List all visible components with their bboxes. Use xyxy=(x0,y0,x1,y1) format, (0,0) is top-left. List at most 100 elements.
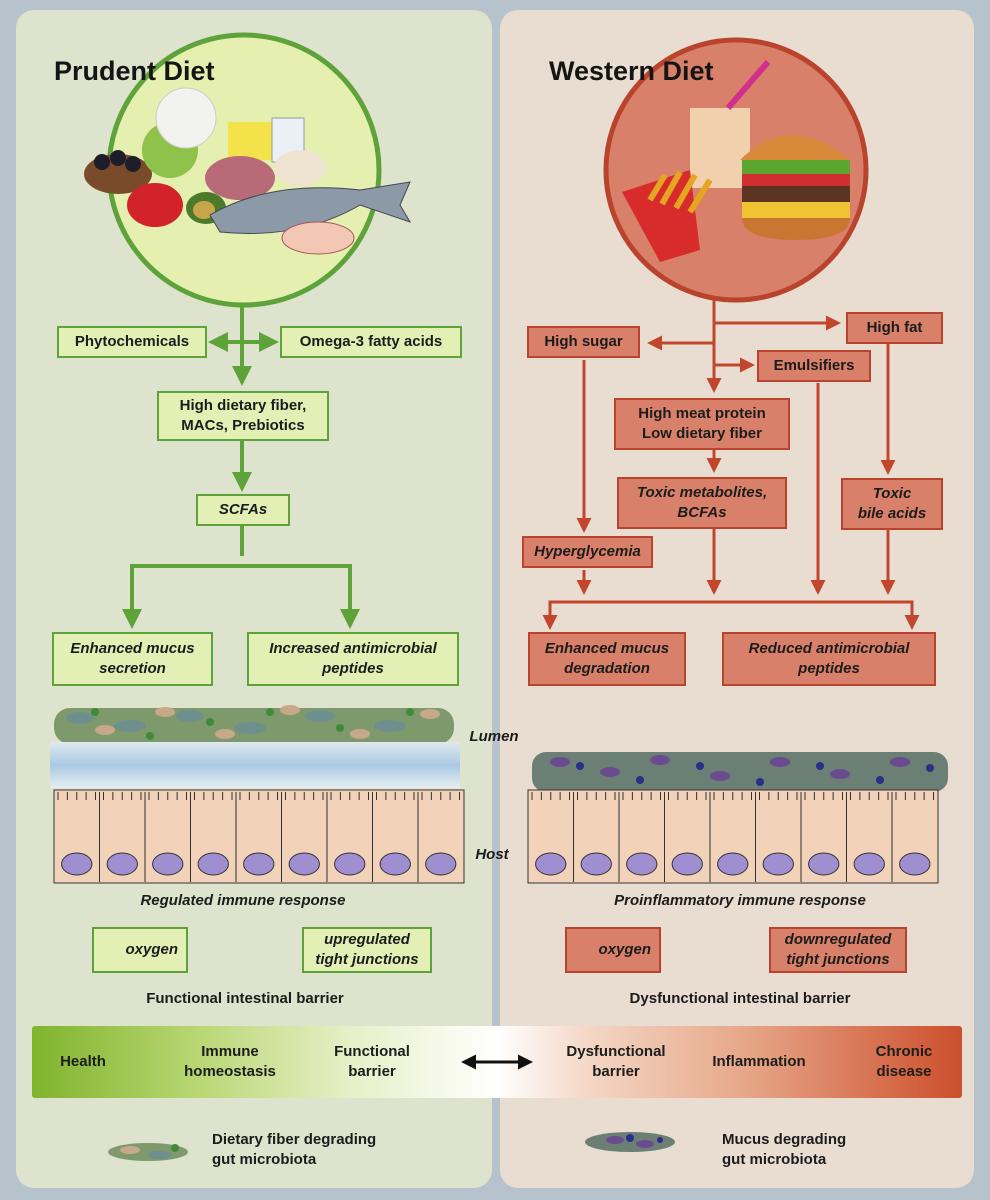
prudent-arrows xyxy=(122,303,360,629)
mucus-legend-label-1: Mucus degrading xyxy=(722,1131,847,1148)
mucus-microbiota-legend-icon xyxy=(585,1132,675,1152)
cell-nucleus xyxy=(671,852,703,876)
dysfunctional-barrier-label-2: barrier xyxy=(592,1063,640,1080)
double-arrow-icon xyxy=(461,1054,533,1070)
mucus-legend-label-2: gut microbiota xyxy=(722,1151,827,1168)
cell-nucleus xyxy=(425,852,457,876)
increased-amp-label-1: Increased antimicrobial xyxy=(269,640,437,657)
reduced-amp-label-1: Reduced antimicrobial xyxy=(748,640,910,657)
increased-antimicrobial-box: Increased antimicrobial peptides xyxy=(247,632,459,686)
cell-nucleus xyxy=(762,852,794,876)
high-sugar-label: High sugar xyxy=(544,333,623,350)
bile-acids-label-1: Toxic xyxy=(872,485,912,502)
cell-nucleus xyxy=(379,852,411,876)
high-sugar-box: High sugar xyxy=(527,326,640,358)
downregulated-label-1: downregulated xyxy=(784,931,892,948)
mucus-microbiota-legend: Mucus degrading gut microbiota xyxy=(722,1130,846,1170)
reduced-amp-label-2: peptides xyxy=(798,660,860,677)
cell-nucleus xyxy=(197,852,229,876)
enhanced-mucus-degradation-box: Enhanced mucus degradation xyxy=(528,632,686,686)
cell-nucleus xyxy=(717,852,749,876)
phytochemicals-box: Phytochemicals xyxy=(57,326,207,358)
fiber-microbiota-legend: Dietary fiber degrading gut microbiota xyxy=(212,1130,376,1170)
high-fat-box: High fat xyxy=(846,312,943,344)
chronic-disease-label-1: Chronic xyxy=(875,1043,933,1060)
functional-barrier-label-1: Functional xyxy=(334,1043,410,1060)
lumen-label: Lumen xyxy=(469,728,519,745)
mucus-secretion-label-2: secretion xyxy=(99,660,166,677)
prudent-oxygen-box: oxygen xyxy=(92,927,188,973)
meat-protein-label-1: High meat protein xyxy=(638,405,766,422)
spectrum-chronic-disease: Chronic disease xyxy=(858,1026,950,1098)
dysfunctional-barrier-label-1: Dysfunctional xyxy=(566,1043,666,1060)
fast-food-illustration xyxy=(603,37,869,303)
dysfunctional-intestinal-barrier: Dysfunctional intestinal barrier xyxy=(629,990,851,1007)
toxic-metabolites-box: Toxic metabolites, BCFAs xyxy=(617,477,787,529)
meat-protein-label-2: Low dietary fiber xyxy=(641,425,762,442)
host-label: Host xyxy=(475,846,509,863)
regulated-immune-response: Regulated immune response xyxy=(140,892,346,909)
cell-nucleus xyxy=(899,852,931,876)
spectrum-health: Health xyxy=(60,1053,106,1070)
downregulated-tight-junctions-box: downregulated tight junctions xyxy=(769,927,907,973)
cell-nucleus xyxy=(152,852,184,876)
upregulated-label-2: tight junctions xyxy=(315,951,419,968)
cell-nucleus xyxy=(626,852,658,876)
emulsifiers-box: Emulsifiers xyxy=(757,350,871,382)
toxic-metabolites-label-1: Toxic metabolites, xyxy=(636,484,768,501)
fiber-legend-label-1: Dietary fiber degrading xyxy=(212,1131,377,1148)
functional-barrier-label-2: barrier xyxy=(348,1063,396,1080)
cell-nucleus xyxy=(288,852,320,876)
reduced-antimicrobial-box: Reduced antimicrobial peptides xyxy=(722,632,936,686)
western-oxygen-label: oxygen xyxy=(598,941,651,958)
scfas-label: SCFAs xyxy=(218,501,268,518)
western-oxygen-box: oxygen xyxy=(565,927,661,973)
functional-intestinal-barrier: Functional intestinal barrier xyxy=(146,990,344,1007)
cell-nucleus xyxy=(808,852,840,876)
mucus-secretion-label-1: Enhanced mucus xyxy=(70,640,195,657)
downregulated-label-2: tight junctions xyxy=(786,951,890,968)
emulsifiers-label: Emulsifiers xyxy=(773,357,855,374)
upregulated-tight-junctions-box: upregulated tight junctions xyxy=(302,927,432,973)
spectrum-functional-barrier: Functional barrier xyxy=(320,1026,424,1098)
enhanced-mucus-secretion-box: Enhanced mucus secretion xyxy=(52,632,213,686)
toxic-bile-acids-box: Toxic bile acids xyxy=(841,478,943,530)
scfas-box: SCFAs xyxy=(196,494,290,526)
western-diet-title: Western Diet xyxy=(549,56,714,86)
prudent-diet-title: Prudent Diet xyxy=(54,56,215,86)
hyperglycemia-label: Hyperglycemia xyxy=(534,543,641,560)
bile-acids-label-2: bile acids xyxy=(857,505,927,522)
increased-amp-label-2: peptides xyxy=(322,660,384,677)
toxic-metabolites-label-2: BCFAs xyxy=(677,504,727,521)
mucus-degradation-label-2: degradation xyxy=(564,660,650,677)
phytochemicals-label: Phytochemicals xyxy=(74,333,190,350)
cell-nucleus xyxy=(853,852,885,876)
high-fat-label: High fat xyxy=(866,319,923,336)
western-arrows xyxy=(542,300,920,630)
prudent-oxygen-label: oxygen xyxy=(125,941,178,958)
cell-nucleus xyxy=(535,852,567,876)
cell-nucleus xyxy=(580,852,612,876)
fiber-microbiota-legend-icon xyxy=(108,1143,188,1161)
upregulated-label-1: upregulated xyxy=(324,931,410,948)
inflamed-gut-illustration xyxy=(527,752,948,884)
spectrum-dysfunctional-barrier: Dysfunctional barrier xyxy=(552,1026,680,1098)
mucus-degradation-label-1: Enhanced mucus xyxy=(544,640,670,657)
dietary-fiber-label-1: High dietary fiber, xyxy=(179,397,307,414)
cell-nucleus xyxy=(243,852,275,876)
proinflammatory-immune-response: Proinflammatory immune response xyxy=(614,892,866,909)
cell-nucleus xyxy=(106,852,138,876)
fiber-legend-label-2: gut microbiota xyxy=(212,1151,317,1168)
healthy-food-illustration xyxy=(84,32,412,308)
immune-homeostasis-label-1: Immune xyxy=(201,1043,259,1060)
healthy-gut-illustration xyxy=(50,705,465,884)
dietary-fiber-box: High dietary fiber, MACs, Prebiotics xyxy=(157,391,329,441)
dietary-fiber-label-2: MACs, Prebiotics xyxy=(181,417,305,434)
cell-nucleus xyxy=(61,852,93,876)
chronic-disease-label-2: disease xyxy=(876,1063,932,1080)
hyperglycemia-box: Hyperglycemia xyxy=(522,536,653,568)
spectrum-inflammation: Inflammation xyxy=(712,1053,806,1070)
